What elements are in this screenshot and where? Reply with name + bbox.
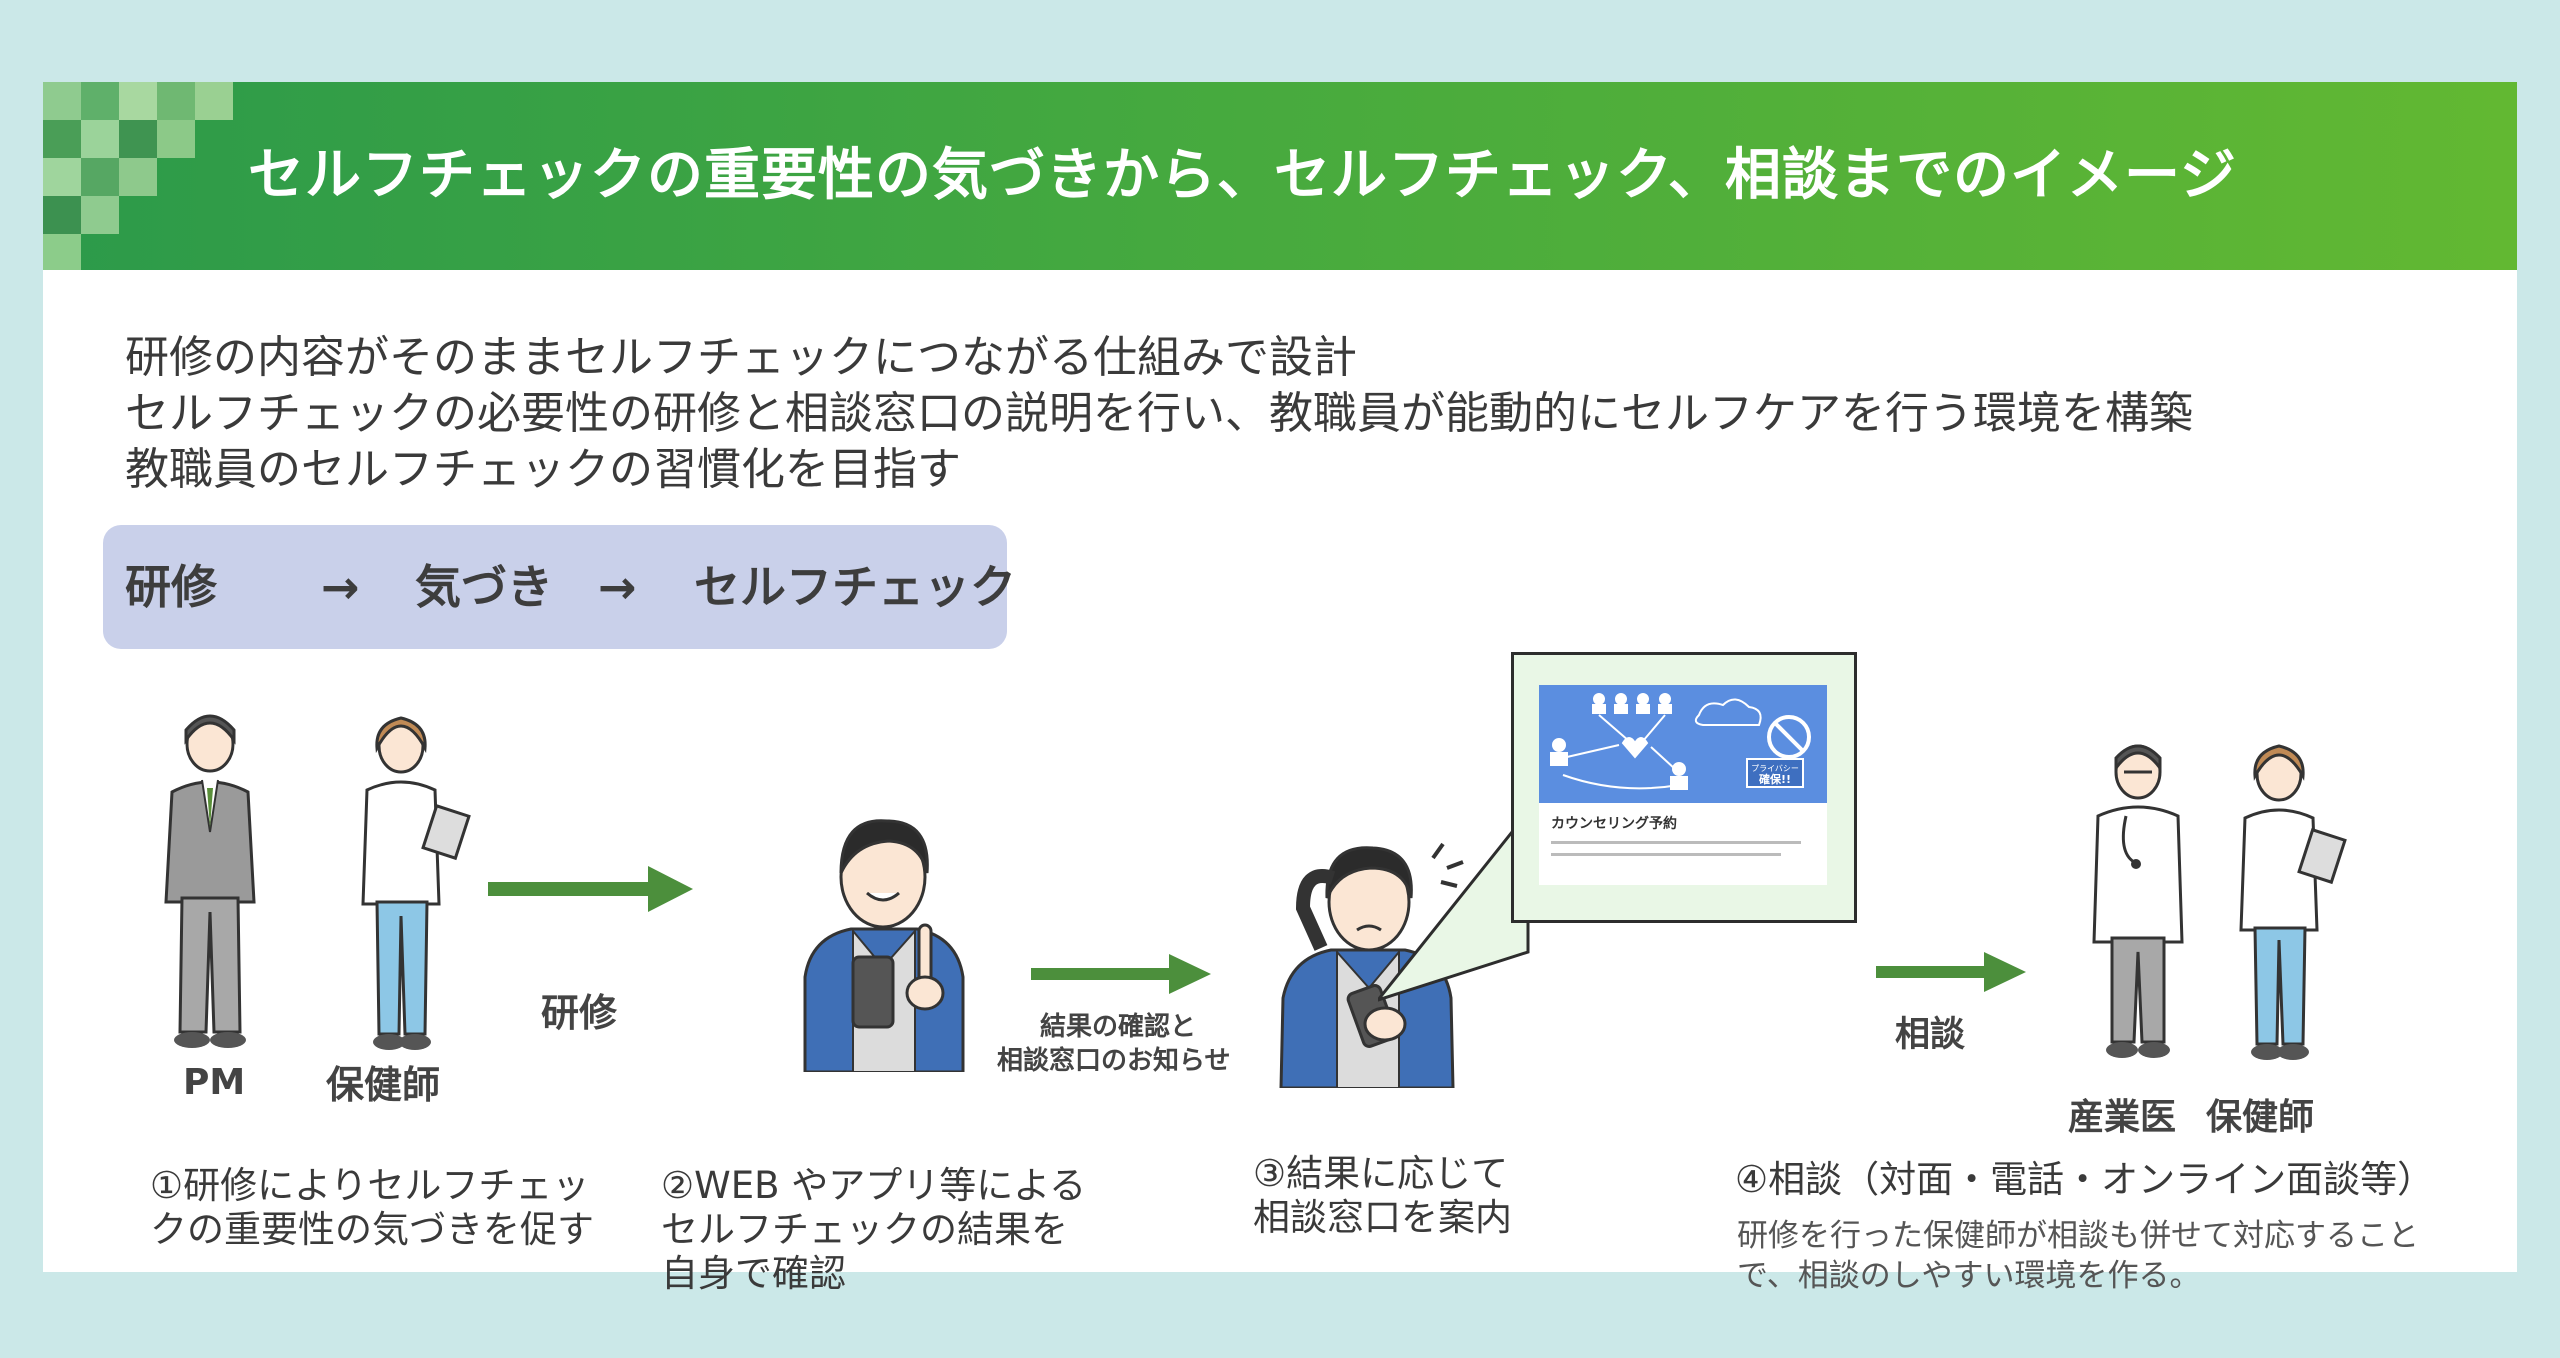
arrow-right-icon: [1876, 952, 2026, 992]
nurse-figure-icon: [2239, 744, 2347, 1060]
step-3-line: 相談窓口を案内: [1253, 1196, 1512, 1239]
flow-banner: 研修 → 気づき → セルフチェック: [103, 525, 1016, 649]
step-2-line: セルフチェックの結果を: [661, 1208, 1068, 1251]
step-3-line: ③結果に応じて: [1253, 1152, 1509, 1195]
title-bar: セルフチェックの重要性の気づきから、セルフチェック、相談までのイメージ: [43, 82, 2517, 270]
intro-line: 研修の内容がそのままセルフチェックにつながる仕組みで設計: [125, 332, 1357, 383]
screen-banner: プライバシー 確保!!: [1539, 685, 1827, 803]
flow-arrow: →: [321, 560, 360, 614]
arrow-label-training: 研修: [541, 991, 618, 1035]
pm-figure-icon: [164, 714, 256, 1048]
intro-line: 教職員のセルフチェックの習慣化を目指す: [125, 444, 961, 495]
step-4-line: ④相談（対面・電話・オンライン面談等）: [1735, 1158, 2435, 1201]
slide-title: セルフチェックの重要性の気づきから、セルフチェック、相談までのイメージ: [248, 143, 2237, 208]
step-2-description: ②WEB やアプリ等による セルフチェックの結果を 自身で確認: [661, 1164, 1086, 1296]
badge-privacy: プライバシー: [1751, 764, 1799, 773]
arrow-label-result: 結果の確認と: [1040, 1012, 1197, 1042]
step-4-note-line: 研修を行った保健師が相談も併せて対応すること: [1737, 1218, 2419, 1254]
step-3-description: ③結果に応じて 相談窓口を案内: [1253, 1152, 1512, 1240]
screen-text-line: [1551, 853, 1781, 856]
person-with-phone-icon: [803, 819, 965, 1072]
screen-heading: カウンセリング予約: [1551, 816, 1677, 832]
nurse-label-right: 保健師: [2206, 1097, 2315, 1138]
flow-arrow: →: [598, 560, 637, 614]
step-2-line: ②WEB やアプリ等による: [661, 1164, 1087, 1207]
flow-step-awareness: 気づき: [415, 560, 553, 614]
flow-step-training: 研修: [125, 560, 217, 614]
pm-label: PM: [183, 1062, 246, 1103]
arrow-right-icon: [1031, 954, 1211, 994]
screen-text-line: [1551, 841, 1801, 844]
arrow-right-icon: [488, 866, 693, 912]
intro-text: 研修の内容がそのままセルフチェックにつながる仕組みで設計 セルフチェックの必要性…: [125, 330, 2193, 498]
counseling-screen: プライバシー 確保!! カウンセリング予約: [1511, 652, 1857, 923]
nurse-label: 保健師: [326, 1063, 441, 1107]
intro-line: セルフチェックの必要性の研修と相談窓口の説明を行い、教職員が能動的にセルフケアを…: [125, 388, 2193, 439]
step-1-line: クの重要性の気づきを促す: [150, 1208, 594, 1251]
step-1-description: ①研修によりセルフチェッ クの重要性の気づきを促す: [150, 1164, 594, 1252]
industrial-doctor-label: 産業医: [2068, 1097, 2177, 1138]
screen-content: プライバシー 確保!! カウンセリング予約: [1539, 685, 1827, 885]
flow-step-selfcheck: セルフチェック: [694, 560, 1016, 614]
step-4-note-line: で、相談のしやすい環境を作る。: [1737, 1258, 2201, 1294]
doctor-figure-icon: [2092, 744, 2184, 1058]
arrow-label-consult: 相談: [1895, 1015, 1966, 1055]
step-2-line: 自身で確認: [661, 1252, 846, 1295]
step-4-note: 研修を行った保健師が相談も併せて対応すること で、相談のしやすい環境を作る。: [1737, 1216, 2419, 1296]
step-4-description: ④相談（対面・電話・オンライン面談等）: [1735, 1158, 2434, 1202]
checker-decoration: [43, 82, 233, 270]
arrow-label-consult-info: 相談窓口のお知らせ: [997, 1046, 1231, 1076]
nurse-figure-icon: [361, 716, 471, 1050]
step-1-line: ①研修によりセルフチェッ: [150, 1164, 590, 1207]
slide: セルフチェックの重要性の気づきから、セルフチェック、相談までのイメージ 研修の内…: [43, 82, 2517, 1295]
badge-secured: 確保!!: [1759, 772, 1791, 786]
network-illustration-icon: プライバシー 確保!!: [1550, 693, 1811, 790]
